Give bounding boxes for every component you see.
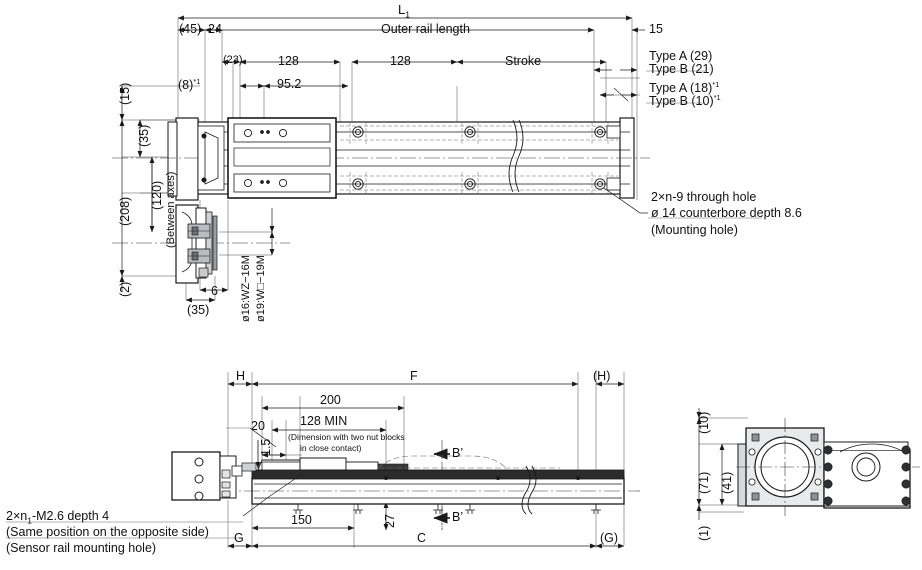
shaft-callout-19: ø19:W□−19M [255, 255, 267, 322]
dim-label-15-right: 15 [649, 22, 663, 36]
dim-label-95-2: 95.2 [277, 77, 302, 91]
sensor-callout-line3: (Sensor rail mounting hole) [6, 541, 157, 555]
type-label-a-29: Type A (29) [649, 49, 713, 63]
dim-label-35-lower: (35) [187, 303, 210, 317]
dim-label-outer-rail-length: Outer rail length [381, 22, 470, 36]
dim-label-120: (120) [150, 180, 164, 210]
dim-label-150: 150 [291, 513, 312, 527]
dim-label-f: F [410, 369, 418, 383]
dim-label-23: (23) [223, 54, 243, 66]
dim-label-41: (41) [720, 471, 734, 494]
dim-label-between-axes: (Between axes) [165, 171, 177, 248]
nut-block-note-line2: in close contact) [300, 443, 362, 453]
dim-label-2: (2) [118, 281, 132, 297]
dim-label-208: (208) [118, 196, 132, 226]
dim-label-8: (8)*1 [178, 77, 201, 93]
type-label-a-18: Type A (18)*1 [649, 80, 720, 96]
dim-label-128-min: 128 MIN [300, 414, 348, 428]
dim-label-h-right: (H) [593, 369, 611, 383]
section-mark-b-bottom: B’ [452, 510, 464, 524]
sensor-callout-line2: (Same position on the opposite side) [6, 525, 209, 539]
dim-label-128-a: 128 [278, 54, 299, 68]
dim-label-45: (45) [179, 22, 202, 36]
dim-label-stroke: Stroke [505, 54, 542, 68]
dim-label-27: 27 [383, 514, 397, 528]
dim-label-71: (71) [697, 471, 711, 494]
dim-label-15-left: (15) [118, 82, 132, 105]
dim-label-1: (1) [697, 525, 711, 541]
dim-label-1-5: 1.5 [259, 438, 273, 456]
dim-label-c: C [417, 531, 427, 545]
dim-label-24: 24 [208, 22, 222, 36]
sensor-callout-line1: 2×n1-M2.6 depth 4 [6, 509, 110, 526]
hole-callout-line2: ø 14 counterbore depth 8.6 [651, 206, 802, 220]
type-label-b-10: Type B (10)*1 [649, 93, 721, 109]
nut-block-note-line1: (Dimension with two nut blocks [288, 432, 405, 442]
dim-label-200: 200 [320, 393, 341, 407]
hole-callout-line3: (Mounting hole) [651, 223, 738, 237]
dim-label-35-upper: (35) [137, 124, 151, 147]
section-mark-b-top: B’ [452, 446, 464, 460]
hole-callout-line1: 2×n-9 through hole [651, 190, 757, 204]
dim-label-128-b: 128 [390, 54, 411, 68]
dim-label-20: 20 [251, 419, 265, 433]
type-label-b-21: Type B (21) [649, 62, 714, 76]
dim-label-g-left: G [234, 531, 244, 545]
dim-label-6: 6 [211, 284, 218, 298]
dim-label-g-right: (G) [600, 531, 619, 545]
shaft-callout-16: ø16:WZ−16M [240, 255, 252, 322]
dim-label-10: (10) [697, 411, 711, 434]
dim-label-L1: L1 [398, 2, 410, 20]
dim-label-h-left: H [236, 369, 246, 383]
